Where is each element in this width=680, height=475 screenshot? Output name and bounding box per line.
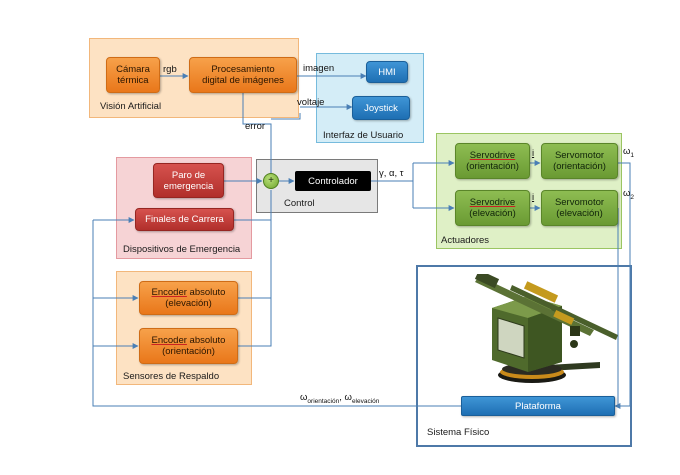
servodrive-elevation-node: Servodrive (elevación) — [455, 190, 530, 226]
emergency-group-label: Dispositivos de Emergencia — [123, 244, 241, 255]
signal-omega-1: ω1 — [623, 146, 635, 159]
encoder-elevation-node: Encoder absoluto (elevación) — [139, 281, 238, 315]
ui-group-label: Interfaz de Usuario — [323, 130, 404, 141]
line-voltaje — [271, 113, 301, 120]
servodrive-orientation-node: Servodrive (orientación) — [455, 143, 530, 179]
image-processing-node: Procesamiento digital de imágenes — [189, 57, 297, 93]
joystick-node: Joystick — [352, 96, 410, 120]
thermal-camera-node: Cámara térmica — [106, 57, 160, 93]
signal-current-elevation: i — [532, 192, 535, 203]
line-enc-elev-to-sum — [238, 220, 272, 299]
platform-node: Plataforma — [461, 396, 615, 416]
controller-node: Controlador — [295, 171, 371, 191]
line-error — [242, 93, 272, 173]
turret-illustration — [474, 274, 618, 383]
signal-feedback: ωorientación, ωelevación — [300, 392, 380, 405]
encoder-orientation-node: Encoder absoluto (orientación) — [139, 328, 238, 364]
control-group-label: Control — [284, 198, 315, 209]
signal-voltaje: voltaje — [297, 97, 325, 108]
signal-omega-2: ω2 — [623, 188, 635, 201]
line-controller-out — [371, 180, 414, 208]
hmi-node: HMI — [366, 61, 408, 83]
signal-current-orientation: i — [532, 148, 535, 159]
servomotor-elevation-node: Servomotor (elevación) — [541, 190, 618, 226]
line-feedback — [92, 220, 461, 407]
line-enc-orient-to-bus — [238, 298, 272, 347]
servomotor-orientation-node: Servomotor (orientación) — [541, 143, 618, 179]
backup-sensors-group-label: Sensores de Respaldo — [123, 371, 220, 382]
summing-junction: + — [263, 173, 279, 189]
signal-controller-out: γ, α, τ — [379, 168, 404, 179]
signal-imagen: imagen — [303, 63, 335, 74]
signal-rgb: rgb — [163, 64, 177, 75]
physical-system-group-label: Sistema Físico — [427, 427, 490, 438]
line-limit-to-sum — [234, 190, 272, 221]
line-omega1 — [618, 162, 631, 406]
limit-switches-node: Finales de Carrera — [135, 208, 234, 231]
actuators-group-label: Actuadores — [441, 235, 490, 246]
emergency-stop-node: Paro de emergencia — [153, 163, 224, 198]
signal-error: error — [245, 121, 266, 132]
vision-group-label: Visión Artificial — [100, 101, 162, 112]
